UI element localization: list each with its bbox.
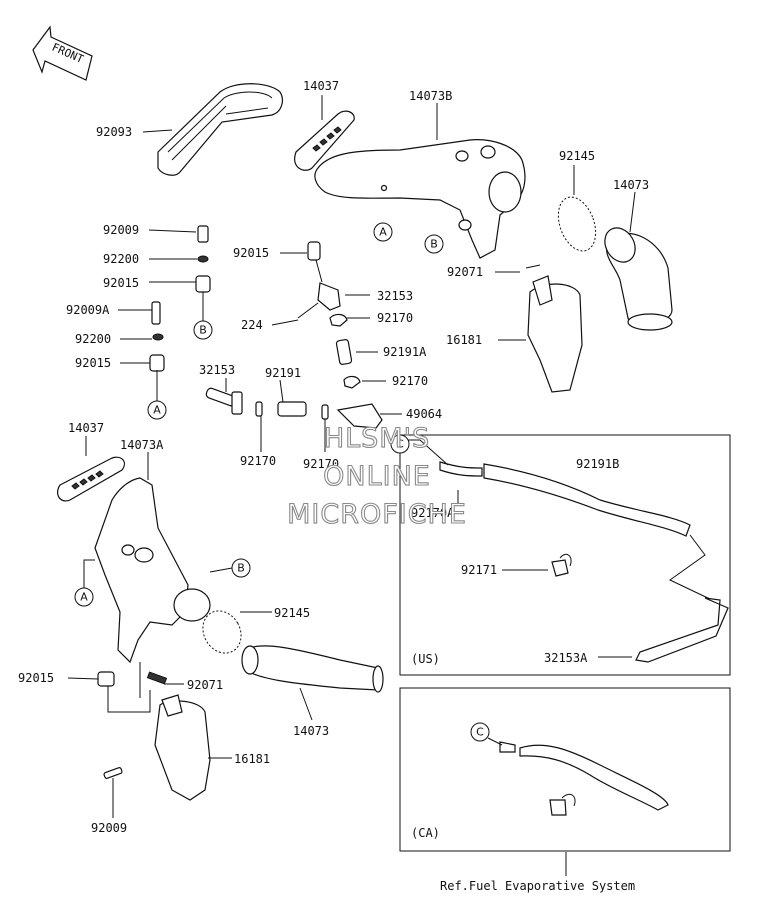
ref-circle-c-1: C [390, 434, 410, 454]
svg-text:A: A [379, 226, 387, 239]
svg-text:B: B [199, 324, 207, 337]
label-us-box: (US) [411, 652, 440, 666]
label-14073-bottom: 14073 [293, 724, 329, 738]
label-92191: 92191 [265, 366, 301, 380]
front-arrow: FRONT [32, 25, 93, 81]
watermark: HLSM'S ONLINE MICROFICHE [287, 422, 467, 530]
air-duct-14073B [314, 139, 526, 259]
hose-92191B [439, 461, 729, 663]
leader-lines [67, 95, 636, 876]
label-92191B: 92191B [576, 457, 619, 471]
pipe-14073-bottom [241, 645, 384, 693]
label-92009A: 92009A [66, 303, 110, 317]
label-14073A: 14073A [120, 438, 164, 452]
air-duct-14073A [94, 477, 211, 664]
ca-box [399, 687, 731, 852]
label-92145-bottom: 92145 [274, 606, 310, 620]
reference-note: Ref.Fuel Evaporative System [440, 879, 635, 893]
cover-16181-bottom [154, 694, 211, 801]
label-92200-1: 92200 [103, 252, 139, 266]
label-ca-box: (CA) [411, 826, 440, 840]
label-92170-2: 92170 [392, 374, 428, 388]
ref-circle-a-1: A [373, 222, 393, 242]
element-14037-left [57, 456, 125, 502]
ref-circle-a-2: A [147, 400, 167, 420]
label-92170-4: 92170 [303, 457, 339, 471]
label-92009-1: 92009 [103, 223, 139, 237]
clamp-92145-bottom [202, 610, 242, 654]
label-32153A: 32153A [544, 651, 588, 665]
label-92170-1: 92170 [377, 311, 413, 325]
clamp-92145-top [557, 196, 597, 252]
label-14073B: 14073B [409, 89, 452, 103]
svg-text:C: C [476, 726, 484, 739]
label-16181-top: 16181 [446, 333, 482, 347]
svg-text:A: A [153, 404, 161, 417]
label-92171: 92171 [461, 563, 497, 577]
element-14037-top [294, 110, 355, 171]
watermark-line-3: MICROFICHE [287, 499, 467, 530]
label-92015-2: 92015 [75, 356, 111, 370]
label-92093: 92093 [96, 125, 132, 139]
label-32153-1: 32153 [377, 289, 413, 303]
label-92200-2: 92200 [75, 332, 111, 346]
watermark-line-2: ONLINE [323, 461, 431, 492]
ref-circle-a-3: A [74, 587, 94, 607]
label-16181-bottom: 16181 [234, 752, 270, 766]
pipe-14073-top [604, 227, 673, 331]
label-224: 224 [241, 318, 263, 332]
label-14037-left: 14037 [68, 421, 104, 435]
fittings [149, 225, 383, 429]
ref-circle-b-3: B [231, 558, 251, 578]
label-92071-top: 92071 [447, 265, 483, 279]
label-92015-3: 92015 [233, 246, 269, 260]
label-92170A: 92170A [411, 506, 455, 520]
us-box [399, 434, 731, 676]
ref-circle-c-2: C [470, 722, 490, 742]
label-92170-3: 92170 [240, 454, 276, 468]
ref-circle-b-1: B [424, 234, 444, 254]
svg-text:B: B [430, 238, 438, 251]
label-92015-1: 92015 [103, 276, 139, 290]
label-92015-4: 92015 [18, 671, 54, 685]
label-14073-top: 14073 [613, 178, 649, 192]
svg-text:A: A [80, 591, 88, 604]
svg-text:B: B [237, 562, 245, 575]
hose-ca [499, 741, 669, 816]
watermark-line-1: HLSM'S [324, 423, 430, 454]
svg-text:C: C [396, 438, 404, 451]
label-32153-2: 32153 [199, 363, 235, 377]
label-14037-top: 14037 [303, 79, 339, 93]
label-92009-bottom: 92009 [91, 821, 127, 835]
label-49064: 49064 [406, 407, 442, 421]
air-filter-92093 [157, 83, 283, 176]
label-92145-top: 92145 [559, 149, 595, 163]
cover-16181-top [527, 275, 583, 393]
part-labels: 92093 14037 14073B 92145 14073 92009 922… [18, 79, 649, 893]
label-92191A: 92191A [383, 345, 427, 359]
ref-circle-b-2: B [193, 320, 213, 340]
label-92071-bottom: 92071 [187, 678, 223, 692]
